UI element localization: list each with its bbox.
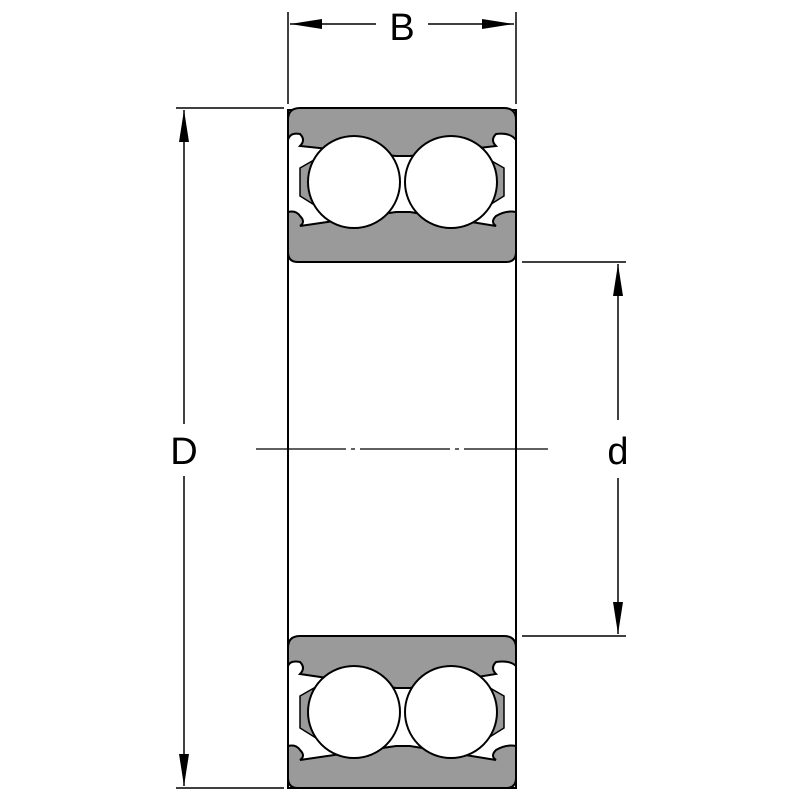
dim-id-arrow-top (613, 264, 623, 296)
dim-d-arrow-bottom (179, 754, 189, 786)
ball-top-left (307, 135, 401, 229)
ball-top-right (404, 135, 498, 229)
dim-d-label: D (170, 431, 197, 473)
ball-bottom-left (307, 665, 401, 759)
dim-b-arrow-right (482, 19, 514, 29)
ball-bottom-right (404, 665, 498, 759)
dim-b-arrow-left (290, 19, 322, 29)
dim-d-arrow-top (179, 110, 189, 142)
dim-b-label: B (389, 7, 414, 49)
dim-id-label: d (607, 431, 628, 473)
dim-id-arrow-bottom (613, 602, 623, 634)
